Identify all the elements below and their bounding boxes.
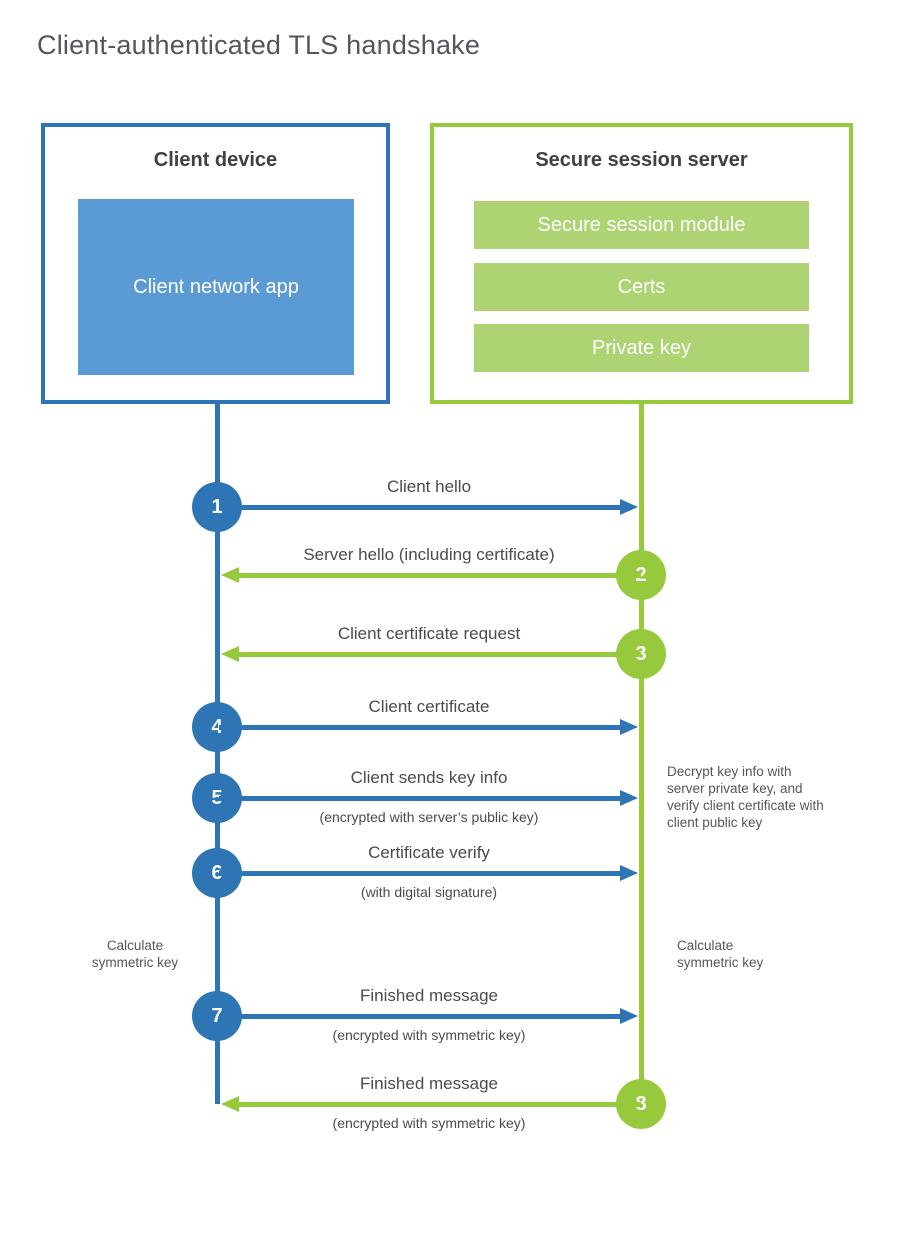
- server-module-private-key: Private key: [474, 324, 809, 372]
- server-module-secure-session: Secure session module: [474, 201, 809, 249]
- step-5-arrow: [219, 796, 620, 801]
- step-2-arrow: [239, 573, 641, 578]
- step-8-arrowhead-icon: [221, 1096, 239, 1112]
- step-5-arrowhead-icon: [620, 790, 638, 806]
- server-lifeline: [639, 404, 644, 1104]
- client-device-box: Client device Client network app: [41, 123, 390, 404]
- step-2-badge: 2: [616, 550, 666, 600]
- step-4-label: Client certificate: [368, 697, 490, 716]
- client-lifeline: [215, 404, 220, 1104]
- client-device-title: Client device: [153, 149, 278, 171]
- step-3-arrow: [239, 652, 641, 657]
- step-5-label: Client sends key info: [350, 768, 508, 787]
- step-7-sublabel: (encrypted with symmetric key): [332, 1027, 526, 1043]
- step-6-label: Certificate verify: [368, 843, 490, 862]
- client-network-app-box: Client network app: [78, 199, 354, 375]
- secure-session-server-box: Secure session server Secure session mod…: [430, 123, 853, 404]
- step-2-label: Server hello (including certificate): [303, 545, 555, 564]
- calculate-symmetric-key-client-note: Calculate symmetric key: [91, 938, 179, 970]
- step-2-arrowhead-icon: [221, 567, 239, 583]
- step-8-arrow: [239, 1102, 641, 1107]
- step-7-arrowhead-icon: [620, 1008, 638, 1024]
- step-1-arrow: [219, 505, 620, 510]
- step-3-arrowhead-icon: [221, 646, 239, 662]
- decrypt-key-note: Decrypt key info with server private key…: [667, 764, 824, 830]
- step-4-arrowhead-icon: [620, 719, 638, 735]
- client-network-app-label: Client network app: [133, 275, 299, 298]
- step-6-sublabel: (with digital signature): [360, 884, 498, 900]
- page-title: Client-authenticated TLS handshake: [37, 30, 481, 60]
- server-module-certs: Certs: [474, 263, 809, 311]
- secure-session-server-title: Secure session server: [535, 149, 748, 171]
- step-5-sublabel: (encrypted with server’s public key): [319, 809, 539, 825]
- calculate-symmetric-key-server-note: Calculate symmetric key: [677, 938, 764, 970]
- step-6-arrow: [219, 871, 620, 876]
- step-4-arrow: [219, 725, 620, 730]
- step-8-badge: 8: [616, 1079, 666, 1129]
- step-8-label: Finished message: [360, 1074, 498, 1093]
- step-8-sublabel: (encrypted with symmetric key): [332, 1115, 526, 1131]
- step-3-label: Client certificate request: [337, 624, 521, 643]
- step-1-label: Client hello: [386, 477, 472, 496]
- step-6-arrowhead-icon: [620, 865, 638, 881]
- step-7-label: Finished message: [360, 986, 498, 1005]
- step-1-arrowhead-icon: [620, 499, 638, 515]
- step-7-arrow: [219, 1014, 620, 1019]
